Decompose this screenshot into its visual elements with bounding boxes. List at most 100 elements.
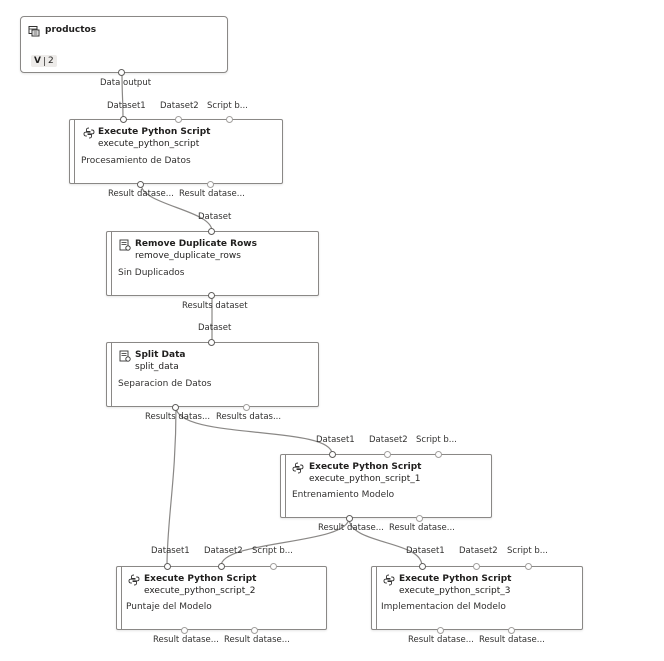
module-description: Sin Duplicados xyxy=(118,268,185,278)
label-impl-out2: Result datase... xyxy=(479,635,545,645)
module-description: Implementacion del Modelo xyxy=(381,602,506,612)
module-subtitle: execute_python_script_2 xyxy=(144,586,256,596)
port-score-in3[interactable] xyxy=(270,563,277,570)
label-score-out2: Result datase... xyxy=(224,635,290,645)
label-split-in1: Dataset xyxy=(198,323,232,333)
module-title: Execute Python Script xyxy=(399,574,512,584)
label-score-in3: Script b... xyxy=(252,546,293,556)
label-exec1-out2: Result datase... xyxy=(179,189,245,199)
port-dedup-out1[interactable] xyxy=(208,292,215,299)
port-split-out1[interactable] xyxy=(172,404,179,411)
label-dedup-out1: Results dataset xyxy=(182,301,248,311)
module-title: Split Data xyxy=(135,350,186,360)
dataset-node-productos[interactable]: productos V 2 xyxy=(20,16,228,73)
module-icon xyxy=(119,350,131,362)
label-impl-out1: Result datase... xyxy=(408,635,474,645)
version-number: 2 xyxy=(47,56,54,66)
edge-split-to-exec-score xyxy=(166,406,177,567)
port-train-in1[interactable] xyxy=(329,451,336,458)
edge-train-to-impl xyxy=(348,517,423,567)
label-split-out2: Results datas... xyxy=(216,412,282,422)
label-exec1-out1: Result datase... xyxy=(108,189,174,199)
label-split-out1: Results datas... xyxy=(145,412,211,422)
module-remove-duplicate-rows[interactable]: Remove Duplicate Rows remove_duplicate_r… xyxy=(106,231,319,296)
python-script-icon xyxy=(383,574,395,586)
port-score-in2[interactable] xyxy=(218,563,225,570)
port-exec1-in2[interactable] xyxy=(175,116,182,123)
port-train-in2[interactable] xyxy=(384,451,391,458)
module-subtitle: split_data xyxy=(135,362,179,372)
port-impl-out1[interactable] xyxy=(437,627,444,634)
label-exec1-in1: Dataset1 xyxy=(107,101,146,111)
module-title: Remove Duplicate Rows xyxy=(135,239,257,249)
module-description: Puntaje del Modelo xyxy=(126,602,212,612)
dataset-title: productos xyxy=(45,25,97,35)
port-score-out1[interactable] xyxy=(181,627,188,634)
label-impl-in1: Dataset1 xyxy=(406,546,445,556)
label-train-out1: Result datase... xyxy=(318,523,384,533)
module-subtitle: execute_python_script_3 xyxy=(399,586,511,596)
port-impl-out2[interactable] xyxy=(508,627,515,634)
module-title: Execute Python Script xyxy=(309,462,422,472)
version-badge: V 2 xyxy=(31,55,57,67)
module-description: Procesamiento de Datos xyxy=(81,156,191,166)
module-status-bar xyxy=(107,343,112,406)
label-score-in1: Dataset1 xyxy=(151,546,190,556)
dataset-icon xyxy=(28,26,40,37)
module-status-bar xyxy=(117,567,122,629)
label-train-in2: Dataset2 xyxy=(369,435,408,445)
label-exec1-in3: Script b... xyxy=(207,101,248,111)
version-prefix: V xyxy=(34,56,41,66)
module-status-bar xyxy=(281,455,286,517)
module-icon xyxy=(119,239,131,251)
module-title: Execute Python Script xyxy=(144,574,257,584)
port-impl-in3[interactable] xyxy=(525,563,532,570)
port-dataset-output[interactable] xyxy=(118,69,125,76)
label-score-in2: Dataset2 xyxy=(204,546,243,556)
edge-train-to-score xyxy=(220,517,350,567)
port-train-out2[interactable] xyxy=(416,515,423,522)
module-status-bar xyxy=(372,567,377,629)
label-train-out2: Result datase... xyxy=(389,523,455,533)
module-exec1[interactable]: Execute Python Script execute_python_scr… xyxy=(69,119,283,184)
port-exec1-in3[interactable] xyxy=(226,116,233,123)
label-train-in1: Dataset1 xyxy=(316,435,355,445)
module-status-bar xyxy=(70,120,75,183)
module-status-bar xyxy=(107,232,112,295)
module-description: Separacion de Datos xyxy=(118,379,212,389)
edge-dataset-to-exec1 xyxy=(121,72,124,120)
label-impl-in3: Script b... xyxy=(507,546,548,556)
label-impl-in2: Dataset2 xyxy=(459,546,498,556)
label-train-in3: Script b... xyxy=(416,435,457,445)
port-exec1-out1[interactable] xyxy=(137,181,144,188)
label-score-out1: Result datase... xyxy=(153,635,219,645)
port-exec1-in1[interactable] xyxy=(120,116,127,123)
label-dedup-in1: Dataset xyxy=(198,212,232,222)
port-score-in1[interactable] xyxy=(164,563,171,570)
edge-split-to-exec-train xyxy=(175,406,333,455)
port-dedup-in1[interactable] xyxy=(208,228,215,235)
port-split-in1[interactable] xyxy=(208,339,215,346)
module-exec-impl[interactable]: Execute Python Script execute_python_scr… xyxy=(371,566,583,630)
module-subtitle: execute_python_script xyxy=(98,139,200,149)
port-impl-in1[interactable] xyxy=(419,563,426,570)
port-impl-in2[interactable] xyxy=(473,563,480,570)
port-score-out2[interactable] xyxy=(251,627,258,634)
port-split-out2[interactable] xyxy=(243,404,250,411)
label-dataset-output: Data output xyxy=(100,78,152,88)
port-train-in3[interactable] xyxy=(435,451,442,458)
edge-exec1-to-dedup xyxy=(140,183,213,232)
module-subtitle: remove_duplicate_rows xyxy=(135,251,241,261)
module-subtitle: execute_python_script_1 xyxy=(309,474,421,484)
label-exec1-in2: Dataset2 xyxy=(160,101,199,111)
python-script-icon xyxy=(83,127,95,139)
port-exec1-out2[interactable] xyxy=(207,181,214,188)
python-script-icon xyxy=(292,462,304,474)
python-script-icon xyxy=(128,574,140,586)
port-train-out1[interactable] xyxy=(346,515,353,522)
module-exec-score[interactable]: Execute Python Script execute_python_scr… xyxy=(116,566,327,630)
version-separator xyxy=(43,56,45,66)
module-exec-train[interactable]: Execute Python Script execute_python_scr… xyxy=(280,454,492,518)
module-description: Entrenamiento Modelo xyxy=(292,490,395,500)
module-split-data[interactable]: Split Data split_data Separacion de Dato… xyxy=(106,342,319,407)
